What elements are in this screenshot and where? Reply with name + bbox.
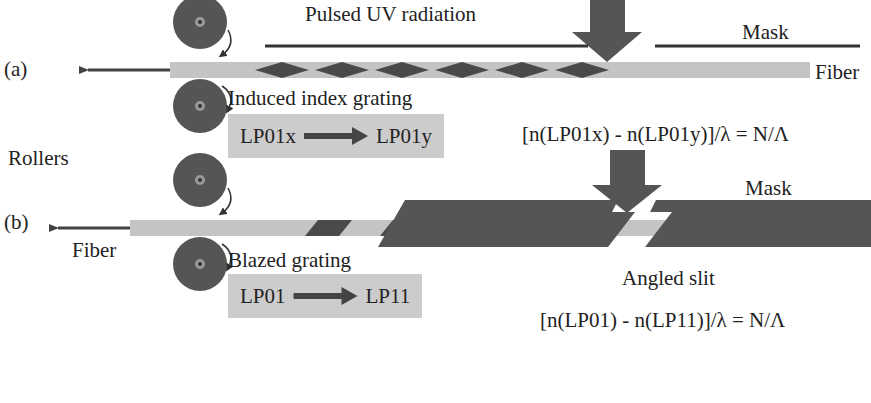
- mask-label: Mask: [745, 176, 792, 200]
- fiber-direction-arrow: [88, 69, 170, 72]
- mask-label: Mask: [742, 20, 789, 44]
- index-grating: [255, 62, 609, 78]
- roller-label: Rollers: [8, 146, 69, 170]
- mode-band: LP01x LP01y: [228, 114, 444, 158]
- grating-label: Blazed grating: [228, 248, 351, 272]
- roller: [173, 0, 231, 55]
- mask-line: [265, 45, 588, 48]
- roller: [173, 79, 231, 133]
- uv-arrow: [572, 0, 642, 62]
- mode-name: LP01: [240, 284, 286, 308]
- mode-arrow: [294, 287, 358, 305]
- mask: [378, 200, 635, 247]
- equation: [n(LP01) - n(LP11)]/λ = N/Λ: [540, 308, 785, 332]
- panel-label: (b): [4, 210, 29, 234]
- slit-label: Angled slit: [622, 266, 715, 290]
- fiber: [170, 62, 810, 78]
- grating-label: Induced index grating: [228, 86, 412, 110]
- label: Pulsed UV radiation: [305, 2, 476, 26]
- fiber-label: Fiber: [72, 238, 116, 262]
- mask-line: [655, 45, 860, 48]
- mode-band: LP01 LP11: [228, 274, 422, 318]
- fiber-label: Fiber: [815, 60, 859, 84]
- panel-label: (a): [4, 57, 27, 81]
- fiber-direction-arrow: [58, 227, 130, 230]
- roller: [173, 237, 231, 291]
- mask: [645, 200, 871, 247]
- mode-name: LP01y: [376, 124, 432, 148]
- mode-name: LP01x: [240, 124, 296, 148]
- mode-name: LP11: [366, 284, 411, 308]
- mode-arrow: [304, 127, 368, 145]
- equation: [n(LP01x) - n(LP01y)]/λ = N/Λ: [522, 122, 789, 146]
- roller: [173, 153, 231, 213]
